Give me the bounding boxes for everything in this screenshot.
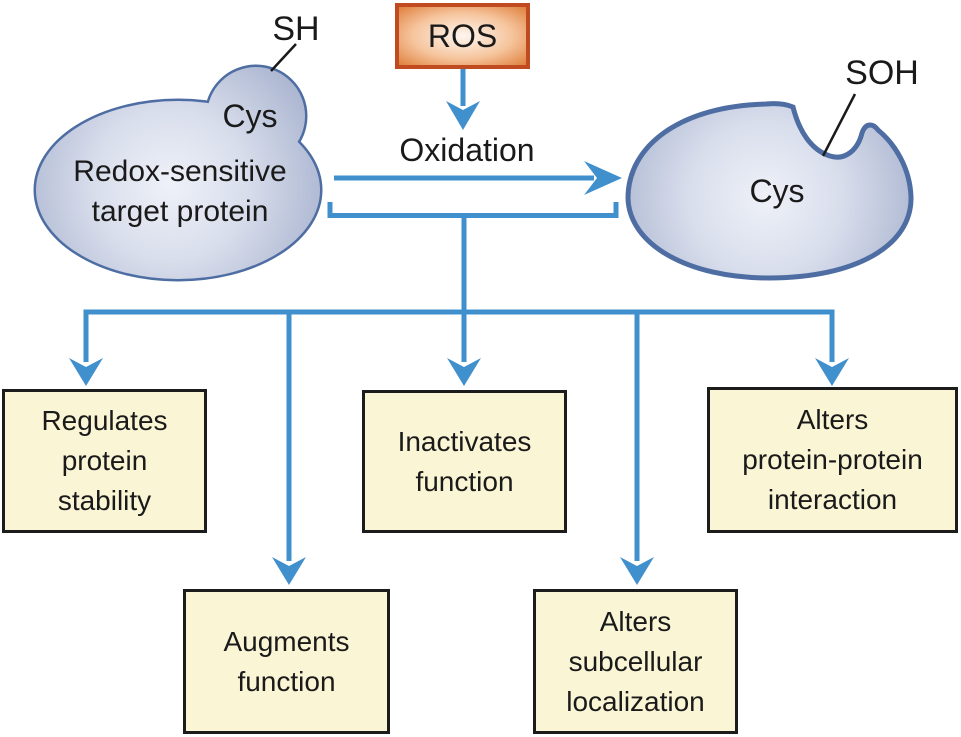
right-cys-label: Cys: [749, 173, 805, 210]
outcome-box-alters-subcellular-localization: Alters subcellular localization: [533, 589, 738, 734]
oxidation-arrow: [334, 161, 622, 195]
outcome-box-inactivates-function: Inactivates function: [362, 390, 567, 533]
sh-label: SH: [272, 9, 320, 48]
outcome-label: Alters protein-protein interaction: [742, 404, 923, 515]
bracket: [327, 202, 619, 218]
sh-pointer-line: [270, 43, 297, 72]
outcome-label: Regulates protein stability: [41, 405, 168, 516]
outcome-label: Augments function: [223, 625, 350, 697]
outcome-box-alters-protein-protein-interaction: Alters protein-protein interaction: [707, 387, 958, 533]
left-protein-name: Redox-sensitive target protein: [73, 155, 287, 228]
left-protein-blob: [33, 64, 323, 282]
outcome-label: Alters subcellular localization: [566, 605, 705, 717]
ros-box: ROS: [395, 3, 530, 69]
outcome-box-augments-function: Augments function: [183, 589, 390, 734]
ros-arrow: [446, 69, 480, 130]
oxidation-label: Oxidation: [399, 132, 535, 169]
branch-tree: [69, 215, 849, 585]
soh-pointer-line: [821, 93, 857, 157]
outcome-label: Inactivates function: [397, 425, 532, 497]
soh-label: SOH: [845, 53, 919, 92]
outcome-box-regulates-protein-stability: Regulates protein stability: [2, 389, 207, 533]
right-protein-blob: [625, 101, 914, 281]
left-cys-label: Cys: [222, 98, 278, 135]
ros-label: ROS: [427, 17, 498, 54]
